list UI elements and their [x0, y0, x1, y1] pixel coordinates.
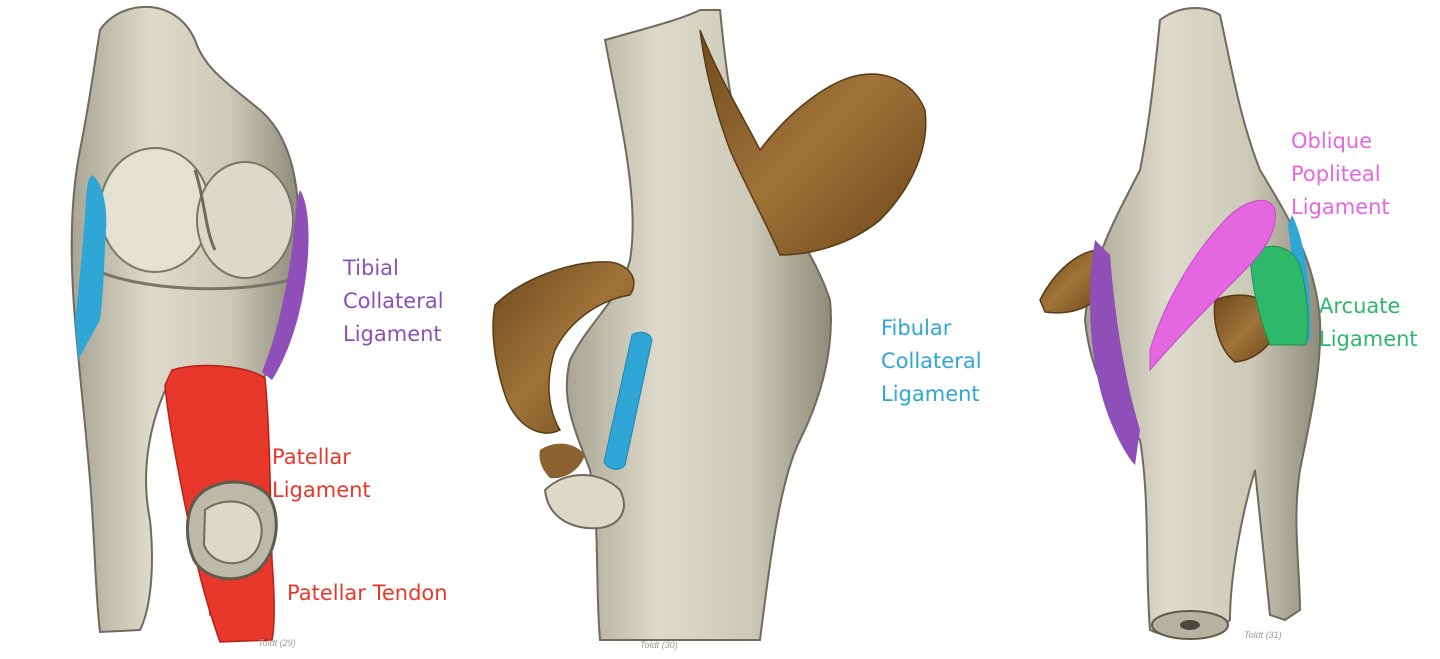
credit-figure-1: Toldt (29) — [258, 638, 296, 648]
lateral-condyle — [196, 161, 294, 279]
knee-posterior-view — [1039, 7, 1322, 640]
popliteus-tendon — [539, 443, 585, 479]
label-patellar-tendon: Patellar Tendon — [287, 577, 448, 610]
label-line: Tibial — [343, 256, 399, 280]
label-line: Patellar — [272, 445, 351, 469]
patella-facet — [202, 500, 263, 565]
femur-posterior — [1083, 7, 1322, 638]
condyle-notch — [193, 169, 217, 251]
label-tibial-collateral-ligament: Tibial Collateral Ligament — [343, 252, 444, 351]
label-line: Fibular — [881, 316, 952, 340]
label-line: Ligament — [343, 322, 442, 346]
label-line: Arcuate — [1319, 294, 1401, 318]
label-line: Ligament — [1291, 195, 1390, 219]
knee-lateral-view — [492, 9, 927, 641]
tibial-collateral-ligament-posterior — [1090, 240, 1140, 465]
label-line: Popliteal — [1291, 162, 1381, 186]
label-line: Collateral — [881, 349, 982, 373]
label-line: Ligament — [272, 478, 371, 502]
medial-condyle — [99, 147, 211, 273]
label-line: Patellar Tendon — [287, 581, 448, 605]
credit-figure-2: Toldt (30) — [640, 640, 678, 650]
biceps-femoris-muscle — [492, 261, 635, 434]
label-line: Ligament — [881, 382, 980, 406]
label-line: Ligament — [1319, 327, 1418, 351]
tibial-canal — [1180, 620, 1200, 630]
tibial-collateral-ligament — [262, 190, 309, 380]
label-line: Oblique — [1291, 129, 1373, 153]
oblique-popliteal-ligament — [1149, 200, 1276, 372]
gastrocnemius-muscle — [699, 29, 927, 256]
arcuate-ligament — [1249, 245, 1309, 346]
label-line: Collateral — [343, 289, 444, 313]
fibular-head — [543, 474, 625, 530]
femur-lateral — [565, 9, 832, 641]
fibular-collateral-ligament-anterior — [75, 175, 107, 360]
knee-anterior-view — [70, 5, 309, 643]
label-patellar-ligament: Patellar Ligament — [272, 441, 371, 507]
fibular-collateral-ligament — [603, 331, 653, 470]
label-fibular-collateral-ligament: Fibular Collateral Ligament — [881, 312, 982, 411]
credit-figure-3: Toldt (31) — [1244, 630, 1282, 640]
label-arcuate-ligament: Arcuate Ligament — [1319, 290, 1418, 356]
label-oblique-popliteal-ligament: Oblique Popliteal Ligament — [1291, 125, 1390, 224]
tibial-plateau — [94, 268, 291, 291]
